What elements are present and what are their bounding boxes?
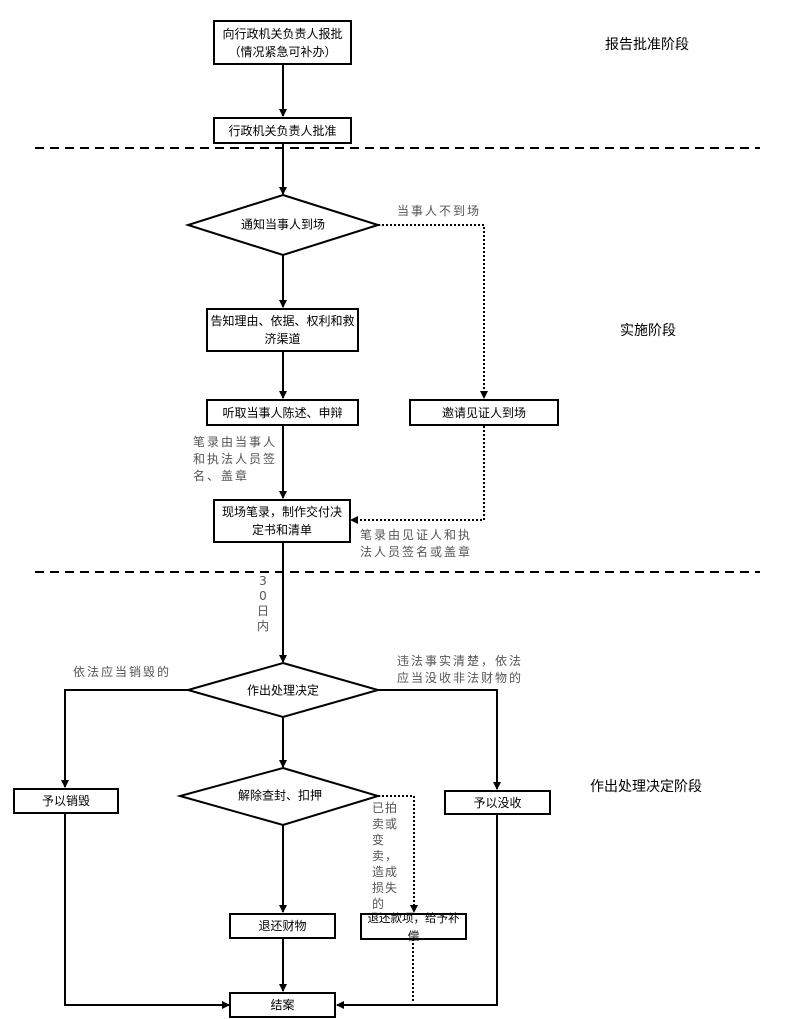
compensate-box: 退还款项，给予补偿 [360, 911, 467, 943]
note-confiscate-condition: 违法事实清楚，依法应当没收非法财物的 [397, 654, 524, 685]
edge-notify-witness [378, 224, 488, 399]
inform-box: 告知理由、依据、权利和救济渠道 [206, 308, 359, 352]
stage-label-implement: 实施阶段 [620, 323, 676, 339]
return-goods-box: 退还财物 [229, 913, 336, 939]
note-within-30-days: 30日内 [256, 574, 269, 633]
edge-release-compensate [378, 795, 418, 913]
note-witness-sign: 笔录由见证人和执法人员签名或盖章 [360, 528, 473, 559]
witness-box: 邀请见证人到场 [409, 399, 559, 426]
report-box: 向行政机关负责人报批 （情况紧急可补办） [213, 20, 352, 65]
note-absent: 当事人不到场 [397, 204, 482, 218]
close-box: 结案 [229, 992, 336, 1018]
stage-label-decision: 作出处理决定阶段 [590, 779, 702, 795]
edge-decide-confiscate [378, 689, 501, 790]
confiscate-box: 予以没收 [444, 790, 551, 815]
note-destroy-condition: 依法应当销毁的 [73, 665, 172, 679]
note-sold-condition: 已拍卖或变卖，造成损失的 [372, 801, 399, 911]
edge-destroy-close [64, 813, 230, 1009]
edge-witness-record [350, 426, 485, 524]
release-diamond: 解除查封、扣押 [237, 788, 323, 803]
decide-diamond: 作出处理决定 [246, 683, 320, 698]
record-box: 现场笔录，制作交付决定书和清单 [213, 499, 351, 543]
approve-box: 行政机关负责人批准 [213, 117, 352, 144]
stage-label-report: 报告批准阶段 [605, 37, 689, 53]
edge-decide-destroy [61, 689, 188, 788]
hear-box: 听取当事人陈述、申辩 [206, 399, 359, 426]
note-party-sign: 笔录由当事人和执法人员签名、盖章 [193, 435, 278, 483]
edge-confiscate-close [336, 813, 498, 1009]
destroy-box: 予以销毁 [13, 788, 119, 814]
notify-diamond: 通知当事人到场 [240, 217, 326, 232]
